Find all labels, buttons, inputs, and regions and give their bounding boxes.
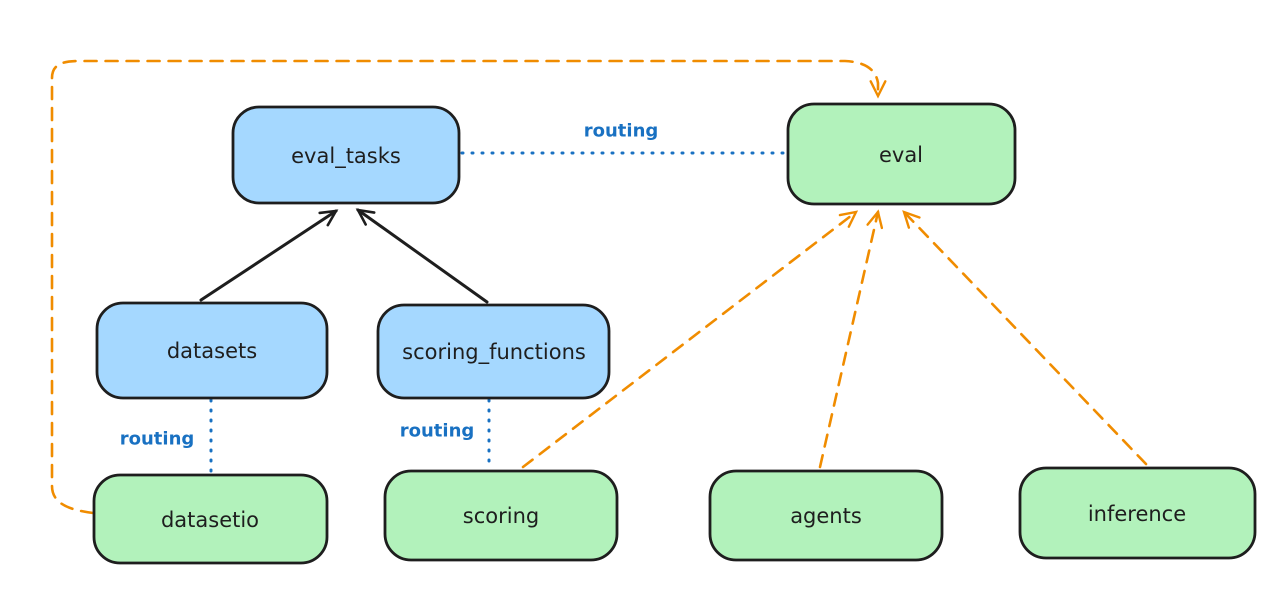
node-datasets-box bbox=[95, 301, 329, 400]
routing-label-eval-tasks-eval: routing bbox=[584, 121, 659, 142]
node-scoring: scoring bbox=[383, 469, 619, 562]
node-eval-label: eval bbox=[879, 143, 923, 167]
node-eval-tasks-label: eval_tasks bbox=[291, 144, 401, 169]
node-eval-box bbox=[786, 102, 1017, 206]
node-datasets: datasets bbox=[95, 301, 329, 400]
node-eval: eval bbox=[786, 102, 1017, 206]
node-agents-box bbox=[708, 469, 944, 562]
node-scoring-label: scoring bbox=[463, 504, 539, 528]
edge-datasetio-to-eval-loop bbox=[50, 59, 887, 515]
node-scoring-functions-box bbox=[376, 303, 611, 400]
edge-scoring-functions-to-eval-tasks bbox=[355, 208, 489, 304]
node-eval-tasks: eval_tasks bbox=[231, 105, 461, 205]
edge-datasets-to-eval-tasks bbox=[199, 209, 339, 302]
node-scoring-functions: scoring_functions bbox=[376, 303, 611, 400]
node-agents: agents bbox=[708, 469, 944, 562]
edge-inference-to-eval bbox=[902, 210, 1148, 466]
node-eval-tasks-box bbox=[231, 105, 461, 205]
node-scoring-functions-label: scoring_functions bbox=[402, 340, 586, 365]
node-agents-label: agents bbox=[790, 504, 862, 528]
node-inference-label: inference bbox=[1088, 502, 1186, 526]
node-datasetio-label: datasetio bbox=[161, 508, 259, 532]
edge-scoring-to-eval bbox=[521, 210, 859, 469]
node-inference: inference bbox=[1018, 466, 1257, 560]
edge-agents-to-eval bbox=[818, 209, 884, 469]
node-inference-box bbox=[1018, 466, 1257, 560]
node-datasetio-box bbox=[92, 473, 329, 565]
routing-label-scoring-functions-scoring: routing bbox=[400, 421, 475, 442]
node-datasetio: datasetio bbox=[92, 473, 329, 565]
node-scoring-box bbox=[383, 469, 619, 562]
routing-label-datasets-datasetio: routing bbox=[120, 429, 195, 450]
node-datasets-label: datasets bbox=[167, 339, 257, 363]
